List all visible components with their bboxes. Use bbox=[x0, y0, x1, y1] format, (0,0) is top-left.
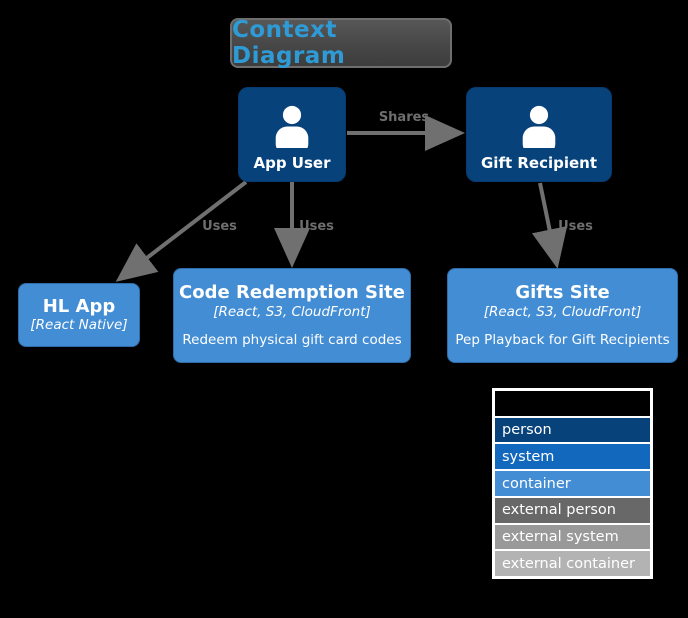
edge-label-shares: Shares bbox=[378, 110, 430, 125]
node-technology: [React, S3, CloudFront] bbox=[483, 303, 642, 320]
legend: person system container external person … bbox=[492, 388, 653, 579]
node-label: App User bbox=[253, 154, 331, 172]
person-icon bbox=[522, 105, 556, 148]
diagram-title-box: Context Diagram bbox=[230, 17, 452, 69]
legend-row-container: container bbox=[495, 471, 650, 496]
edge-label-uses-code-redemption: Uses bbox=[299, 219, 334, 234]
legend-row-external-person: external person bbox=[495, 497, 650, 523]
edge-label-uses-hl-app: Uses bbox=[202, 219, 237, 234]
node-hl-app: HL App [React Native] bbox=[18, 283, 140, 347]
diagram-title: Context Diagram bbox=[232, 17, 346, 69]
edge-label-uses-gifts-site: Uses bbox=[558, 219, 593, 234]
node-label: Gifts Site bbox=[515, 282, 610, 303]
legend-row-header bbox=[495, 391, 650, 416]
node-label: Code Redemption Site bbox=[179, 282, 405, 303]
node-app-user: App User bbox=[238, 87, 346, 182]
node-label: HL App bbox=[42, 295, 116, 317]
node-technology: [React Native] bbox=[30, 317, 128, 334]
legend-row-system: system bbox=[495, 444, 650, 470]
node-gifts-site: Gifts Site [React, S3, CloudFront] Pep P… bbox=[447, 268, 678, 363]
legend-row-external-system: external system bbox=[495, 524, 650, 550]
node-code-redemption-site: Code Redemption Site [React, S3, CloudFr… bbox=[173, 268, 411, 363]
node-gift-recipient: Gift Recipient bbox=[466, 87, 612, 182]
person-icon bbox=[275, 105, 309, 148]
node-description: Redeem physical gift card codes bbox=[182, 332, 402, 349]
legend-row-external-container: external container bbox=[495, 551, 650, 577]
node-label: Gift Recipient bbox=[480, 154, 598, 172]
node-technology: [React, S3, CloudFront] bbox=[213, 303, 371, 320]
node-description: Pep Playback for Gift Recipients bbox=[455, 332, 670, 349]
legend-row-person: person bbox=[495, 417, 650, 443]
